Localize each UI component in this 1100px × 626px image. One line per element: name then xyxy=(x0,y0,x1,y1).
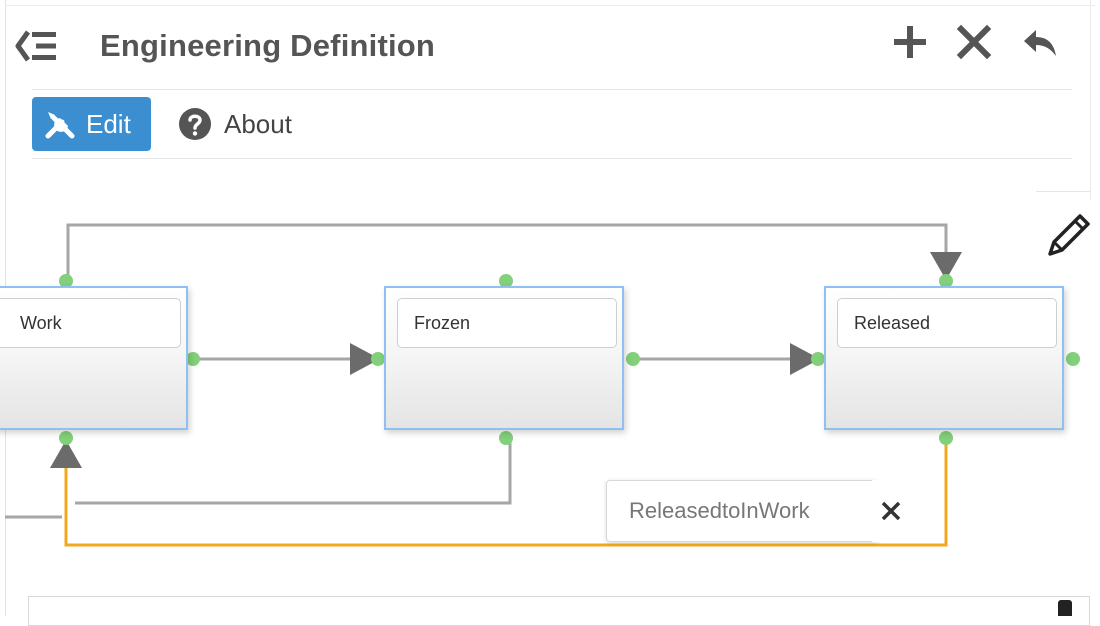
connector-released-to-inwork[interactable] xyxy=(64,438,948,547)
state-node-frozen[interactable]: Frozen xyxy=(384,286,624,430)
panel-glyph xyxy=(1058,600,1072,616)
close-icon xyxy=(881,501,901,521)
delete-transition-button[interactable] xyxy=(872,480,910,542)
edit-button-label: Edit xyxy=(86,108,131,139)
page-title: Engineering Definition xyxy=(100,28,436,63)
panel-divider xyxy=(1036,191,1090,192)
collapse-menu-icon[interactable] xyxy=(14,26,60,66)
ports xyxy=(59,274,1080,445)
plus-icon[interactable] xyxy=(890,22,930,62)
frame-border xyxy=(5,5,1095,6)
state-label[interactable]: Frozen xyxy=(397,298,617,348)
arrow-head xyxy=(50,440,82,468)
arrow-head xyxy=(350,343,380,375)
connector-inwork-to-released[interactable] xyxy=(66,223,948,280)
question-circle-icon xyxy=(179,108,211,140)
pencil-icon[interactable] xyxy=(1040,208,1096,264)
state-node-in-work[interactable]: Work xyxy=(0,286,188,430)
edit-button[interactable]: Edit xyxy=(32,97,151,151)
transition-label[interactable]: ReleasedtoInWork xyxy=(606,480,878,542)
arrow-head xyxy=(790,343,820,375)
properties-panel xyxy=(28,596,1090,626)
state-label[interactable]: Released xyxy=(837,298,1057,348)
about-button[interactable]: About xyxy=(178,104,292,144)
workflow-canvas[interactable] xyxy=(0,160,1100,616)
arrow-head xyxy=(930,252,962,280)
state-node-released[interactable]: Released xyxy=(824,286,1064,430)
header-divider xyxy=(32,89,1072,90)
close-icon[interactable] xyxy=(954,22,994,62)
tools-icon xyxy=(45,112,75,139)
header: Engineering Definition xyxy=(0,0,1100,90)
state-label[interactable]: Work xyxy=(0,298,181,348)
frame-border xyxy=(1090,0,1091,200)
reply-icon[interactable] xyxy=(1020,22,1060,62)
toolbar-divider xyxy=(32,158,1072,159)
connector-frozen-to-inwork[interactable] xyxy=(75,438,512,505)
about-button-label: About xyxy=(224,108,292,139)
